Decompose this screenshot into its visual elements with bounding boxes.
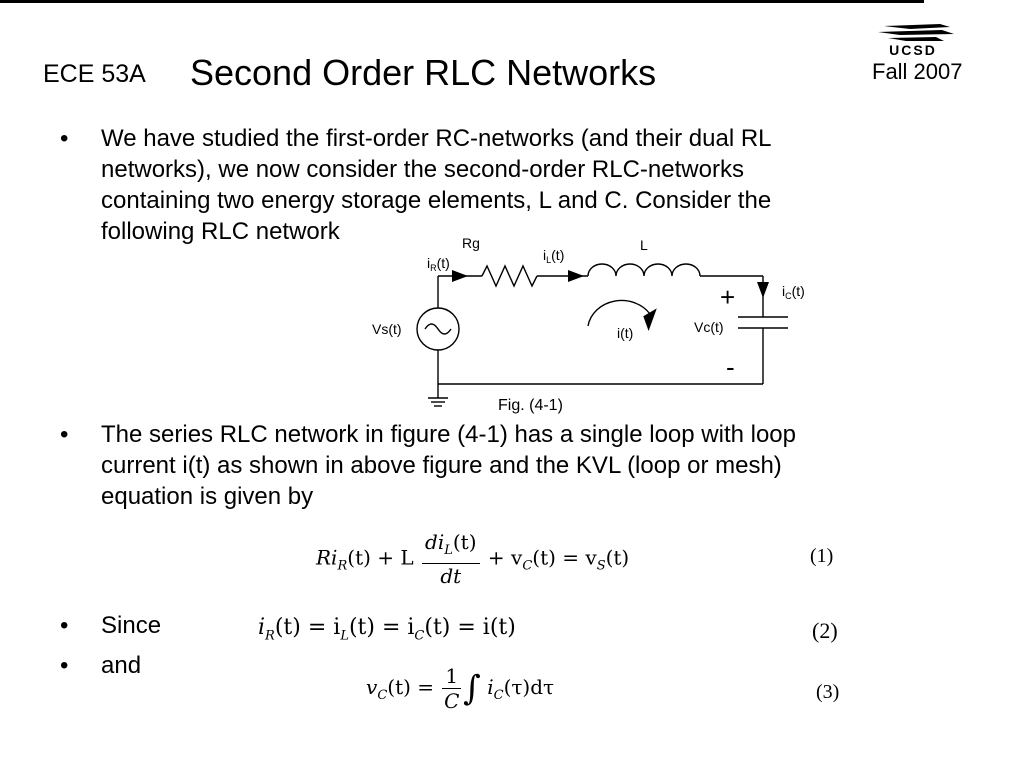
eq3-t1: v xyxy=(366,675,378,699)
eq1-term-l: (t) + L xyxy=(347,545,414,570)
ucsd-logo: UCSD xyxy=(878,24,954,58)
bullet-3-text: Since xyxy=(101,612,162,639)
eq3-t4: (τ)dτ xyxy=(503,675,555,699)
eq1-derivative: diL(t) dt xyxy=(422,530,480,588)
figure-caption: Fig. (4-1) xyxy=(498,397,563,414)
plus-sign: + xyxy=(720,282,735,312)
equation-3: vC(t) = 1 C ∫ iC(τ)dτ xyxy=(366,664,554,713)
bullet-2-line-2: current i(t) as shown in above figure an… xyxy=(101,452,782,479)
bullet-marker: • xyxy=(60,421,69,448)
eq2-s1: R xyxy=(265,628,275,644)
minus-sign: - xyxy=(726,352,735,382)
bullet-2-line-1: The series RLC network in figure (4-1) h… xyxy=(101,421,797,448)
l-label: L xyxy=(640,237,648,253)
eq3-s1: C xyxy=(377,688,388,703)
eq2-s3: C xyxy=(414,628,425,644)
loop-current-label: i(t) xyxy=(617,325,633,341)
eq1-frac-num-sub: L xyxy=(444,543,453,558)
logo-wave-icon xyxy=(878,24,954,41)
eq3-s3: C xyxy=(493,688,504,703)
bullet-marker: • xyxy=(60,125,69,152)
equation-2: iR(t) = iL(t) = iC(t) = i(t) xyxy=(258,615,516,643)
eq1-term-eq: (t) = v xyxy=(532,545,597,570)
eq3-frac-den: C xyxy=(444,689,460,713)
bullet-2-line-3: equation is given by xyxy=(101,483,314,510)
ac-sine-icon xyxy=(424,323,452,335)
vc-label: Vc(t) xyxy=(694,319,724,335)
eq2-t1: i xyxy=(258,615,266,640)
bullet-4-text: and xyxy=(101,652,142,679)
ir-label: iR(t) xyxy=(427,255,450,273)
ic-arrow-icon xyxy=(757,282,769,298)
bullet-marker: • xyxy=(60,652,69,679)
rg-label: Rg xyxy=(462,235,480,251)
header-rule xyxy=(0,0,924,3)
term-label: Fall 2007 xyxy=(872,59,963,84)
eq1-term-v: + v xyxy=(487,545,523,570)
equation-1: RiR(t) + L diL(t) dt + vC(t) = vS(t) xyxy=(316,530,629,588)
eq1-sub-s: S xyxy=(596,558,606,574)
il-label: iL(t) xyxy=(543,247,564,265)
eq1-term-end: (t) xyxy=(605,545,630,570)
page-title: Second Order RLC Networks xyxy=(190,52,657,93)
eq1-frac-num-arg: (t) xyxy=(452,530,477,554)
bullet-1-line-4: following RLC network xyxy=(101,218,340,245)
ic-label: iC(t) xyxy=(782,283,805,301)
loop-arrow-icon xyxy=(643,308,657,331)
eq1-frac-num: di xyxy=(425,530,445,554)
eq3-t3: i xyxy=(487,675,494,699)
bullet-1-line-3: containing two energy storage elements, … xyxy=(101,187,772,214)
equation-2-number: (2) xyxy=(812,618,838,643)
logo-text: UCSD xyxy=(889,42,937,58)
rlc-circuit-diagram: Rg L iR(t) iL(t) iC(t) + - Vc(t) Vs(t) i… xyxy=(372,235,805,414)
bullet-marker: • xyxy=(60,612,69,639)
integral-sign: ∫ xyxy=(463,668,481,709)
loop-current-arc xyxy=(587,299,651,327)
eq3-fraction: 1 C xyxy=(442,664,462,713)
resistor-rg xyxy=(481,264,538,288)
bullet-1-line-2: networks), we now consider the second-or… xyxy=(101,156,744,183)
bullet-1-line-1: We have studied the first-order RC-netwo… xyxy=(101,125,772,152)
eq3-t2: (t) = xyxy=(387,675,435,699)
ir-arrow-icon xyxy=(452,270,468,282)
eq2-t4: (t) = i(t) xyxy=(424,615,516,640)
equation-3-number: (3) xyxy=(816,681,840,703)
eq3-frac-num: 1 xyxy=(442,664,462,689)
eq1-term-ri: Ri xyxy=(316,545,338,570)
eq1-frac-den: dt xyxy=(440,564,462,588)
course-code: ECE 53A xyxy=(43,60,146,88)
equation-1-number: (1) xyxy=(810,545,834,567)
eq2-s2: L xyxy=(340,628,349,644)
il-arrow-icon xyxy=(568,270,584,282)
inductor-l xyxy=(587,263,701,277)
vs-label: Vs(t) xyxy=(372,321,402,337)
eq2-t3: (t) = i xyxy=(348,615,415,640)
eq1-sub-r: R xyxy=(337,558,348,574)
eq2-t2: (t) = i xyxy=(274,615,341,640)
eq1-sub-c: C xyxy=(522,558,533,574)
